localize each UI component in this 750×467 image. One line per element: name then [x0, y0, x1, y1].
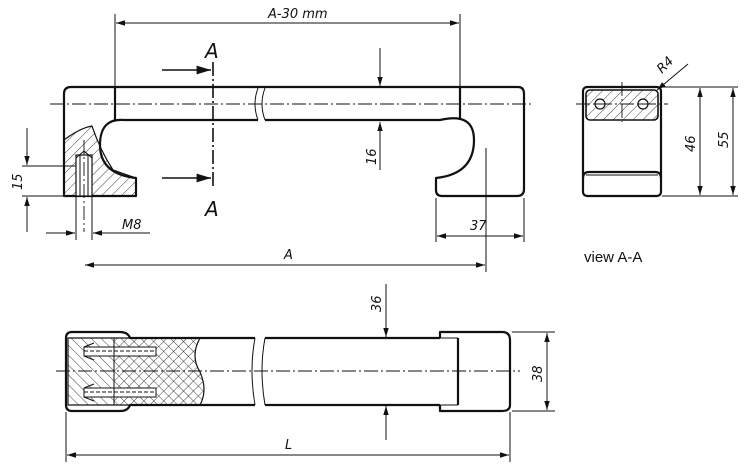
dim-r4: R4	[654, 54, 689, 91]
section-mark-top: A	[203, 39, 219, 63]
dim-label-38: 38	[531, 365, 546, 382]
section-cut-a: A A	[162, 39, 219, 221]
dim-a-minus-30: A-30 mm	[114, 7, 461, 86]
dim-36: 36	[370, 284, 389, 440]
dim-46: 46	[662, 88, 710, 197]
dim-label-a: A	[283, 248, 293, 263]
dim-label-36: 36	[370, 295, 385, 312]
dim-38: 38	[512, 331, 555, 412]
section-view	[576, 82, 668, 198]
dim-label-15: 15	[11, 173, 26, 190]
dim-label-m8: M8	[122, 218, 142, 233]
dim-l: L	[65, 412, 511, 462]
dim-37: 37	[435, 198, 525, 242]
dim-a: A	[85, 148, 487, 272]
dim-55: 55	[662, 86, 738, 197]
top-view	[56, 330, 520, 413]
dim-label-37: 37	[470, 219, 487, 234]
dim-label-l: L	[285, 438, 292, 453]
dim-label-a-minus-30: A-30 mm	[267, 7, 328, 22]
dim-16: 16	[365, 48, 383, 170]
dim-label-55: 55	[717, 131, 732, 148]
dim-label-16: 16	[365, 148, 380, 165]
view-caption: view A-A	[584, 249, 642, 266]
dim-label-r4: R4	[654, 54, 677, 77]
front-view	[50, 85, 534, 232]
section-mark-bottom: A	[203, 197, 219, 221]
dim-label-46: 46	[684, 135, 699, 152]
dim-m8: M8	[46, 196, 150, 240]
dim-15: 15	[11, 128, 76, 232]
